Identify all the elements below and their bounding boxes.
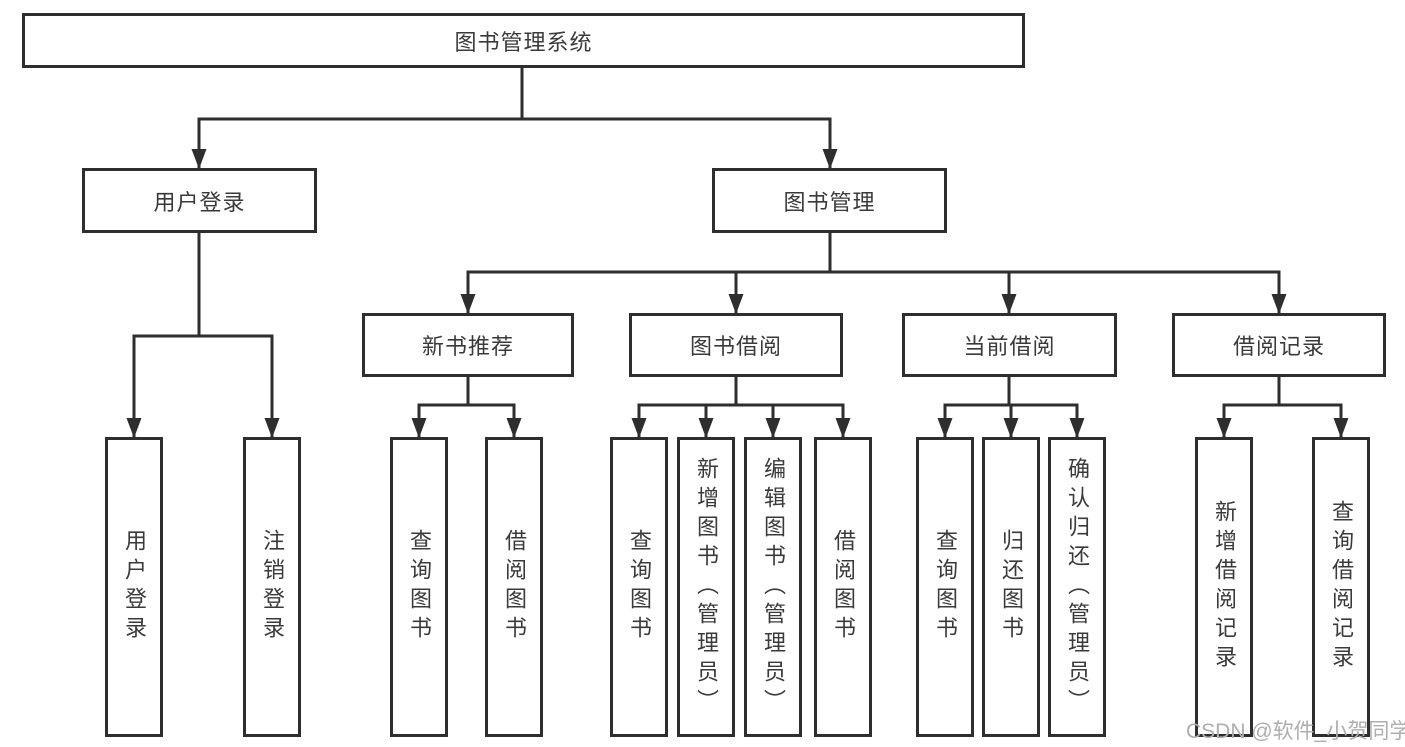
node-label: 用户登录 (153, 189, 246, 215)
node-label: 查询借阅记录 (1329, 500, 1354, 674)
leaf-add-book-admin: 新增图书（管理员） (677, 437, 735, 737)
node-label: 新书推荐 (421, 334, 514, 359)
node-book-management: 图书管理 (712, 168, 947, 233)
leaf-logout: 注销登录 (243, 437, 301, 737)
leaf-query-books-borrow: 查询图书 (610, 437, 668, 737)
node-label: 图书管理系统 (454, 29, 593, 55)
node-library-system: 图书管理系统 (22, 13, 1025, 68)
connector (411, 403, 522, 438)
node-borrow-records: 借阅记录 (1172, 313, 1386, 377)
connector (191, 117, 838, 169)
connector (1216, 403, 1349, 438)
leaf-edit-book-admin: 编辑图书（管理员） (744, 437, 802, 737)
connector (126, 334, 280, 438)
leaf-return-book: 归还图书 (982, 437, 1040, 737)
node-label: 编辑图书（管理员） (761, 456, 786, 718)
leaf-query-borrow-record: 查询借阅记录 (1312, 437, 1370, 737)
leaf-borrow-books: 借阅图书 (814, 437, 872, 737)
node-user-login: 用户登录 (82, 168, 317, 233)
node-label: 查询图书 (407, 529, 432, 645)
leaf-query-books-current: 查询图书 (916, 437, 974, 737)
connector (631, 403, 851, 438)
leaf-borrow-books-recommend: 借阅图书 (485, 437, 543, 737)
node-label: 新增借阅记录 (1212, 500, 1237, 674)
node-label: 当前借阅 (963, 334, 1056, 359)
leaf-add-borrow-record: 新增借阅记录 (1195, 437, 1253, 737)
csdn-watermark: CSDN @软件_小贺同学 (1186, 720, 1405, 743)
leaf-query-books-recommend: 查询图书 (390, 437, 448, 737)
leaf-user-login: 用户登录 (105, 437, 163, 737)
node-current-borrow: 当前借阅 (902, 313, 1117, 377)
node-label: 用户登录 (122, 529, 147, 645)
node-label: 图书借阅 (689, 334, 782, 359)
node-label: 确认归还（管理员） (1065, 456, 1090, 718)
node-label: 借阅图书 (831, 529, 856, 645)
node-new-book-recommend: 新书推荐 (362, 313, 574, 377)
node-book-borrow: 图书借阅 (629, 313, 843, 377)
node-label: 借阅图书 (502, 529, 527, 645)
node-label: 图书管理 (783, 189, 876, 215)
node-label: 查询图书 (933, 529, 958, 645)
leaf-confirm-return-admin: 确认归还（管理员） (1048, 437, 1106, 737)
node-label: 新增图书（管理员） (694, 456, 719, 718)
node-label: 归还图书 (999, 529, 1024, 645)
node-label: 注销登录 (260, 529, 285, 645)
node-label: 借阅记录 (1232, 334, 1325, 359)
node-label: 查询图书 (627, 529, 652, 645)
connector (460, 270, 1287, 314)
